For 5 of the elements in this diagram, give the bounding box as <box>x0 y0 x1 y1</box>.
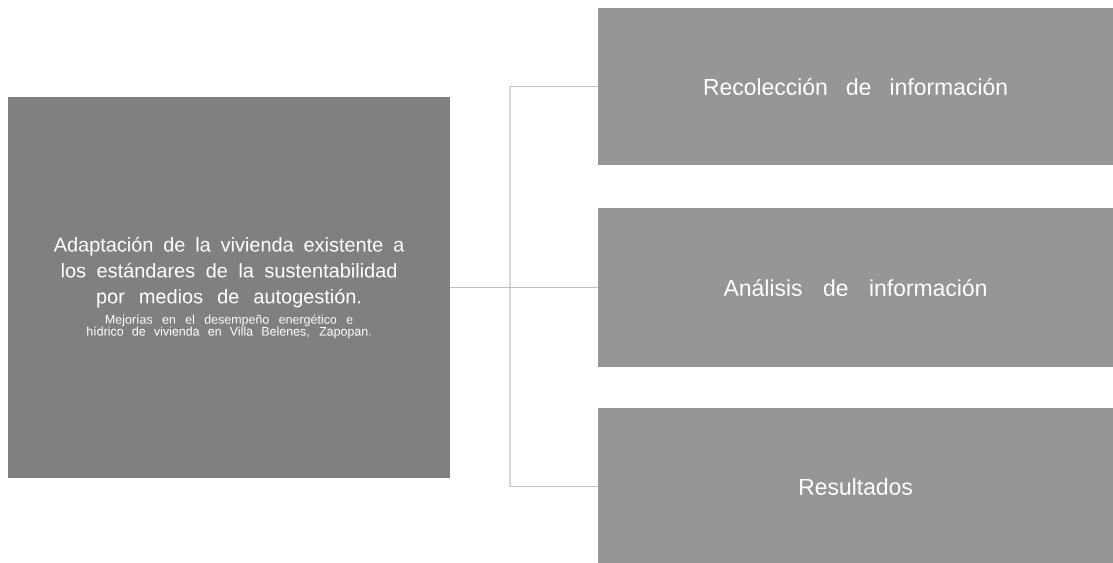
process-box: Recolección de información <box>598 8 1113 165</box>
process-box: Análisis de información <box>598 208 1113 367</box>
process-box: Adaptación de la vivienda existente a los estándares de la sustentabilidad por medios de autogestión. Mejorías en el desempeño energético e hídrico de vivienda en Villa Belenes, Zapopan. <box>8 97 450 478</box>
process-box: Resultados <box>598 408 1113 563</box>
connector-line <box>449 286 599 488</box>
